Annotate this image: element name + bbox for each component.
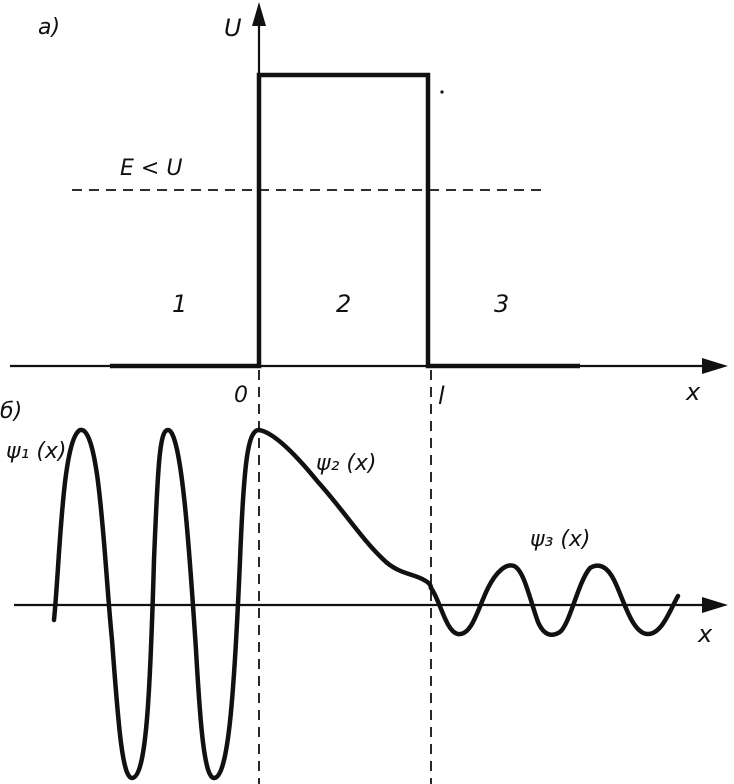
speck: [440, 90, 444, 94]
width-label: l: [438, 382, 445, 410]
region-3-label: 3: [494, 290, 509, 318]
region-1-label: 1: [172, 290, 187, 318]
u-axis-label: U: [224, 14, 242, 42]
panel-b: б) x ψ₁ (x) ψ₂ (x) ψ₃ (x): [0, 399, 728, 781]
origin-label: 0: [234, 383, 248, 408]
u-axis-arrow: [252, 2, 266, 26]
potential-barrier: [110, 72, 580, 369]
psi2-label: ψ₂ (x): [316, 451, 377, 476]
panel-a: а) U x E < U 1 2 3 0 l: [10, 2, 728, 410]
panel-b-label: б): [0, 399, 22, 424]
region-2-label: 2: [336, 290, 351, 318]
panel-a-label: а): [38, 15, 60, 40]
psi3-label: ψ₃ (x): [530, 527, 591, 552]
x-axis-b-arrow: [702, 597, 728, 613]
x-axis-a-arrow: [702, 358, 728, 374]
psi3-curve: [428, 563, 681, 637]
psi1-curve: [51, 427, 262, 781]
x-axis-a-label: x: [685, 378, 701, 406]
psi2-curve: [256, 427, 434, 591]
energy-label: E < U: [120, 156, 182, 181]
x-axis-b-label: x: [697, 620, 713, 648]
psi1-label: ψ₁ (x): [6, 439, 67, 464]
